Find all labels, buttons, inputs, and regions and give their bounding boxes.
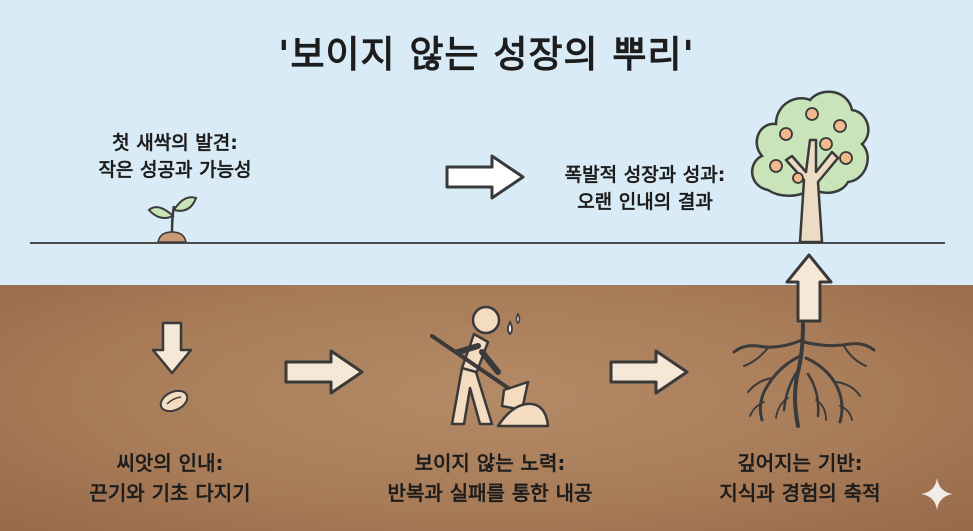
roots-label-line2: 지식과 경험의 축적 <box>719 481 881 505</box>
sprout-label: 첫 새싹의 발견: 작은 성공과 가능성 <box>60 130 290 184</box>
sprout-label-line1: 첫 새싹의 발견: <box>112 132 238 154</box>
effort-label-line1: 보이지 않는 노력: <box>414 451 566 475</box>
sparkle-icon <box>921 478 953 510</box>
sprout-icon <box>147 196 198 243</box>
growth-label-line2: 오랜 인내의 결과 <box>577 191 713 213</box>
arrow-right-icon <box>445 154 525 200</box>
arrow-down-icon <box>151 321 193 375</box>
digging-person-icon <box>430 305 550 428</box>
ground-line <box>30 242 945 244</box>
sprout-label-line2: 작은 성공과 가능성 <box>98 159 252 181</box>
arrow-right-icon <box>284 349 364 395</box>
roots-icon <box>732 322 876 428</box>
seed-icon <box>159 389 189 413</box>
seed-label: 씨앗의 인내: 끈기와 기초 다지기 <box>40 448 300 508</box>
seed-label-line2: 끈기와 기초 다지기 <box>89 481 251 505</box>
page-title: '보이지 않는 성장의 뿌리' <box>278 33 695 76</box>
roots-label-line1: 깊어지는 기반: <box>737 451 863 475</box>
effort-label: 보이지 않는 노력: 반복과 실패를 통한 내공 <box>355 448 625 508</box>
seed-label-line1: 씨앗의 인내: <box>116 451 224 475</box>
growth-label: 폭발적 성장과 성과: 오랜 인내의 결과 <box>530 162 760 216</box>
growth-label-line1: 폭발적 성장과 성과: <box>564 164 726 186</box>
effort-label-line2: 반복과 실패를 통한 내공 <box>387 481 593 505</box>
roots-label: 깊어지는 기반: 지식과 경험의 축적 <box>680 448 920 508</box>
tree-icon <box>751 90 870 244</box>
arrow-right-icon <box>609 349 689 395</box>
arrow-up-icon <box>785 253 833 323</box>
